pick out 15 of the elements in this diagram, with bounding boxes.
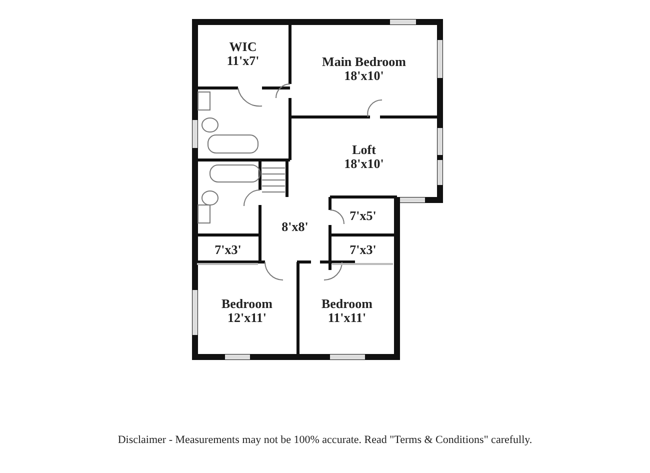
room-name: Bedroom [321, 297, 373, 311]
room-dimensions: 7'x5' [350, 209, 376, 223]
room-dimensions: 11'x11' [328, 311, 366, 325]
disclaimer-caption: Disclaimer - Measurements may not be 100% accurate. Read "Terms & Conditions" carefully. [116, 434, 534, 446]
room-dimensions: 18'x10' [344, 157, 384, 171]
room-name: WIC [229, 40, 257, 54]
room-dimensions: 11'x7' [226, 54, 260, 68]
room-name: Loft [352, 143, 376, 157]
room-dimensions: 18'x10' [344, 69, 384, 83]
room-name: Bedroom [221, 297, 273, 311]
room-name: Main Bedroom [322, 55, 406, 69]
room-dimensions: 8'x8' [282, 220, 308, 234]
room-dimensions: 7'x3' [350, 243, 376, 257]
room-dimensions: 7'x3' [214, 243, 242, 257]
room-dimensions: 12'x11' [227, 311, 266, 325]
